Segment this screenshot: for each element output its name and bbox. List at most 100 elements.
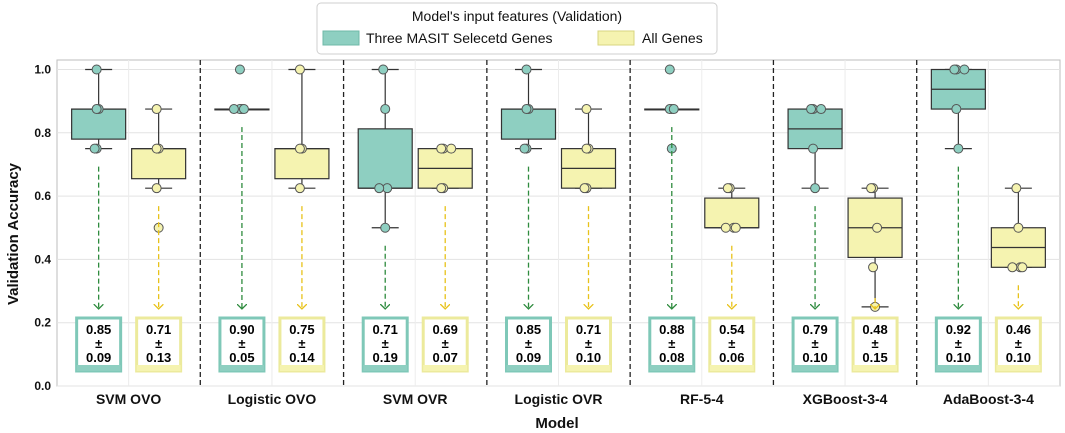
data-point [730, 222, 741, 233]
data-point [378, 64, 389, 75]
legend: Model's input features (Validation) Thre… [316, 2, 718, 55]
stat-plus-minus: ± [442, 336, 449, 351]
data-point [806, 104, 817, 115]
box-group: 0.48±0.15 [847, 183, 903, 373]
box-group: 0.85±0.09 [71, 64, 127, 373]
stat-sd: 0.05 [229, 350, 254, 365]
stat-box [994, 316, 1042, 373]
x-tick-label: Logistic OVO [228, 391, 317, 407]
data-point [238, 104, 249, 115]
stat-plus-minus: ± [812, 336, 819, 351]
plot-area: 0.85±0.090.90±0.050.71±0.190.85±0.090.88… [71, 64, 1046, 373]
stat-mean: 0.54 [719, 322, 745, 337]
stat-box-footer [709, 365, 754, 371]
data-point [436, 143, 447, 154]
data-point [949, 64, 960, 75]
stat-box-footer [279, 365, 324, 371]
data-point [91, 64, 102, 75]
stat-box [648, 316, 696, 373]
data-point [816, 104, 827, 115]
box-group: 0.71±0.10 [560, 104, 617, 373]
box-iqr [704, 197, 760, 229]
stat-mean: 0.71 [576, 322, 601, 337]
stat-box [791, 316, 839, 373]
stat-sd: 0.08 [659, 350, 684, 365]
stat-sd: 0.07 [433, 350, 458, 365]
stat-plus-minus: ± [1015, 336, 1022, 351]
stat-plus-minus: ± [872, 336, 879, 351]
data-point [581, 143, 592, 154]
stat-mean: 0.88 [659, 322, 684, 337]
data-point [151, 104, 162, 115]
data-point [374, 183, 385, 194]
data-point [380, 104, 391, 115]
stat-mean: 0.46 [1006, 322, 1031, 337]
stat-mean: 0.90 [229, 322, 254, 337]
box-iqr [131, 148, 187, 180]
data-point [294, 183, 305, 194]
stat-plus-minus: ± [525, 336, 532, 351]
data-point [866, 183, 877, 194]
data-point [89, 143, 100, 154]
data-point [151, 143, 162, 154]
y-tick-label: 0.2 [34, 316, 51, 330]
x-tick-label: Logistic OVR [515, 391, 603, 407]
stat-box-footer [996, 365, 1041, 371]
data-point [810, 183, 821, 194]
x-axis-title: Model [535, 415, 578, 432]
stat-plus-minus: ± [668, 336, 675, 351]
stat-box-footer [76, 365, 121, 371]
box-group: 0.46±0.10 [990, 183, 1046, 373]
data-point [294, 143, 305, 154]
box-group: 0.71±0.13 [131, 104, 187, 373]
stat-mean: 0.79 [802, 322, 827, 337]
data-point [294, 64, 305, 75]
data-point [519, 143, 530, 154]
data-point [959, 64, 970, 75]
box-group: 0.69±0.07 [417, 143, 473, 373]
data-point [446, 143, 457, 154]
legend-swatch-all-genes [597, 30, 635, 46]
stat-mean: 0.48 [862, 322, 887, 337]
data-point [521, 104, 532, 115]
axes: Validation Accuracy Model 0.0 0.2 0.4 0.6 0.… [5, 62, 1034, 432]
legend-label-all-genes: All Genes [642, 30, 703, 46]
data-point [579, 183, 590, 194]
data-point [951, 104, 962, 115]
stat-sd: 0.19 [373, 350, 398, 365]
data-point [1017, 262, 1028, 273]
y-tick-label: 0.0 [34, 379, 51, 393]
box-group: 0.85±0.09 [500, 64, 557, 373]
y-tick-label: 0.6 [34, 189, 51, 203]
stat-sd: 0.10 [946, 350, 971, 365]
y-tick-label: 1.0 [34, 62, 51, 76]
stat-box-footer [566, 365, 611, 371]
y-axis-title: Validation Accuracy [5, 162, 22, 305]
data-point [228, 104, 239, 115]
stat-sd: 0.15 [862, 350, 887, 365]
stat-box-footer [136, 365, 181, 371]
x-tick-label: RF-5-4 [680, 391, 724, 407]
data-point [720, 222, 731, 233]
stat-box [75, 316, 123, 373]
y-tick-label: 0.4 [34, 252, 51, 266]
stat-sd: 0.06 [719, 350, 744, 365]
stat-box-footer [363, 365, 408, 371]
stat-sd: 0.14 [289, 350, 315, 365]
stat-box [218, 316, 266, 373]
data-point [521, 64, 532, 75]
stat-mean: 0.71 [146, 322, 171, 337]
box-group: 0.71±0.19 [357, 64, 413, 373]
data-point [808, 143, 819, 154]
box-iqr [500, 108, 557, 140]
stat-box-footer [506, 365, 551, 371]
stat-box-footer [853, 365, 898, 371]
stat-plus-minus: ± [728, 336, 735, 351]
box-group: 0.92±0.10 [930, 64, 986, 373]
box-group: 0.75±0.14 [274, 64, 330, 373]
data-point [722, 183, 733, 194]
stat-box [708, 316, 756, 373]
data-point [151, 183, 162, 194]
